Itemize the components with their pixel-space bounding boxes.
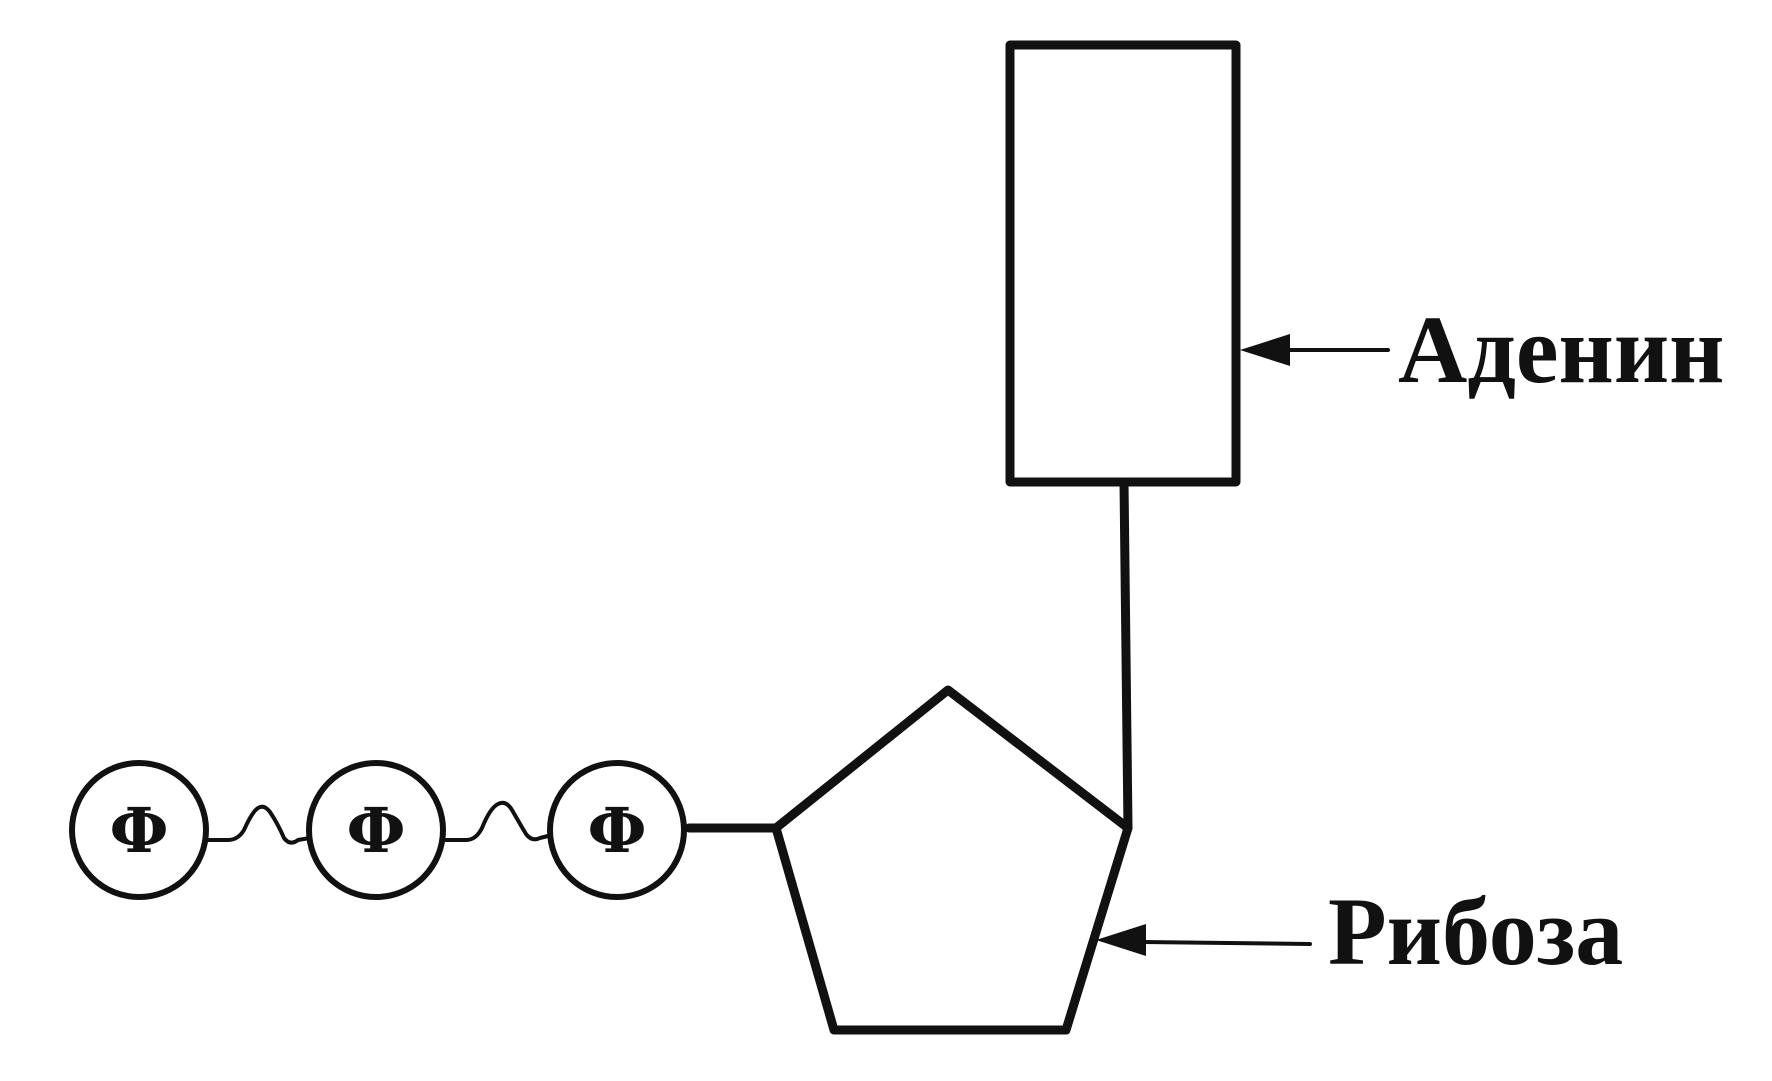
phosphate-group-3: Ф [547,760,687,900]
phosphate-symbol: Ф [110,794,169,867]
ribose-pointer-line [1138,940,1312,946]
ribose-pentagon [771,685,1133,1035]
adenine-base-rectangle [1005,40,1241,487]
phosphate-symbol: Ф [588,794,647,867]
phosphate-group-1: Ф [69,760,209,900]
phosphate-circle [547,760,687,900]
adenine-label: Аденин [1398,296,1724,403]
ribose-arrowhead [1096,924,1146,956]
high-energy-bond-2 [444,800,550,842]
high-energy-bond-1 [204,804,312,845]
phosphate-circle [306,760,446,900]
adenine-arrowhead [1240,334,1290,366]
adenine-ribose-bond [1119,477,1133,833]
phosphate-group-2: Ф [306,760,446,900]
phosphate-symbol: Ф [347,794,406,867]
ribose-label: Рибоза [1328,878,1623,985]
phosphate-circle [69,760,209,900]
